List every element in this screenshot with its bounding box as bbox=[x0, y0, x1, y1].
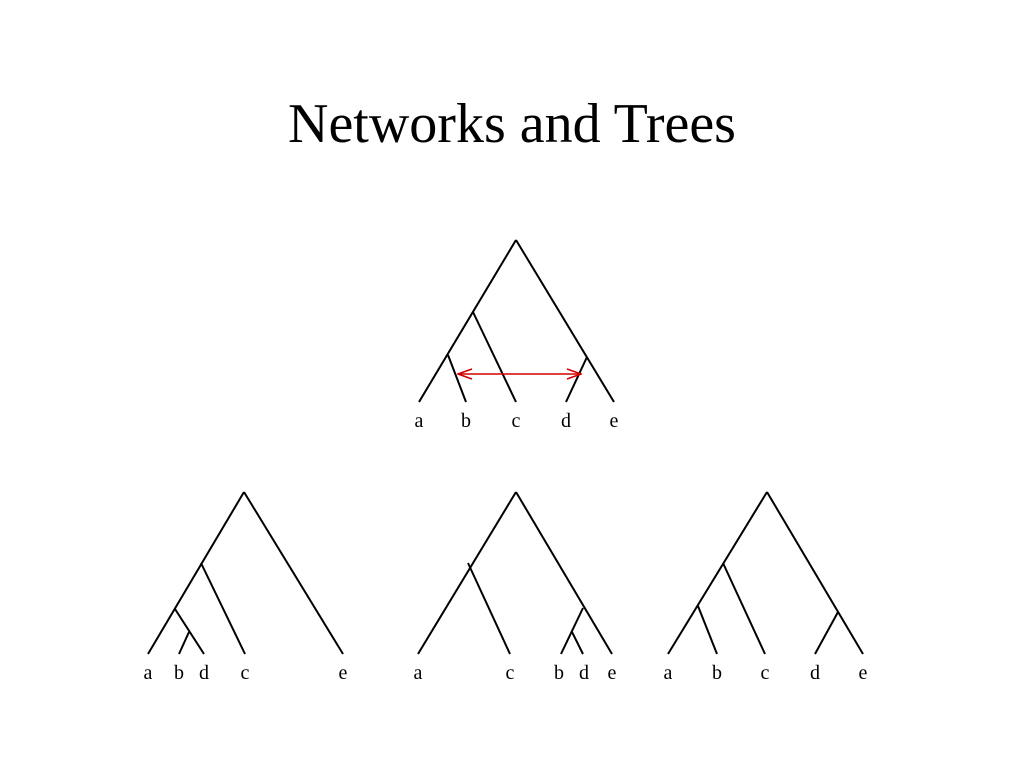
network-leaf-label: a bbox=[415, 410, 424, 432]
tree-1-edge bbox=[174, 608, 205, 655]
tree-3-leaf-label: a bbox=[664, 662, 673, 684]
network-edge bbox=[447, 354, 467, 403]
tree-2-leaf-label: e bbox=[608, 662, 617, 684]
tree-3-edge bbox=[722, 562, 766, 655]
tree-1-edge bbox=[243, 491, 344, 655]
network-leaf-label: d bbox=[561, 410, 571, 432]
tree-2-leaf-label: d bbox=[579, 662, 589, 684]
tree-2-edge bbox=[417, 491, 517, 655]
tree-1-leaf-label: d bbox=[199, 662, 209, 684]
tree-3-leaf-label: e bbox=[859, 662, 868, 684]
tree-2-diagram: a c b d e bbox=[414, 491, 617, 684]
network-edge bbox=[565, 356, 588, 403]
network-edge bbox=[515, 239, 615, 403]
tree-2-leaf-label: a bbox=[414, 662, 423, 684]
tree-1-leaf-label: e bbox=[339, 662, 348, 684]
tree-3-leaf-label: b bbox=[712, 662, 722, 684]
tree-2-leaf-label: b bbox=[554, 662, 564, 684]
network-leaf-label: c bbox=[512, 410, 521, 432]
tree-2-leaf-label: c bbox=[506, 662, 515, 684]
network-leaf-label: b bbox=[461, 410, 471, 432]
tree-1-leaf-label: b bbox=[174, 662, 184, 684]
tree-1-leaf-label: c bbox=[241, 662, 250, 684]
tree-3-leaf-label: c bbox=[761, 662, 770, 684]
network-edge bbox=[418, 239, 517, 403]
network-leaf-label: e bbox=[610, 410, 619, 432]
tree-2-edge bbox=[467, 562, 511, 655]
tree-3-edge bbox=[697, 605, 718, 655]
tree-1-leaf-label: a bbox=[144, 662, 153, 684]
tree-2-edge bbox=[515, 491, 613, 655]
tree-2-edge bbox=[571, 631, 584, 655]
tree-2-edge bbox=[560, 607, 584, 655]
tree-1-edge bbox=[200, 562, 246, 655]
tree-1-edge bbox=[147, 491, 245, 655]
network-diagram: a b c d e bbox=[415, 239, 619, 432]
tree-3-edge bbox=[667, 491, 768, 655]
tree-3-edge bbox=[766, 491, 864, 655]
tree-1-edge bbox=[178, 631, 190, 655]
tree-1-diagram: a b d c e bbox=[144, 491, 348, 684]
tree-3-diagram: a b c d e bbox=[664, 491, 868, 684]
network-edge bbox=[472, 311, 517, 403]
tree-3-edge bbox=[814, 611, 839, 655]
slide-title: Networks and Trees bbox=[288, 93, 736, 155]
tree-3-leaf-label: d bbox=[810, 662, 820, 684]
